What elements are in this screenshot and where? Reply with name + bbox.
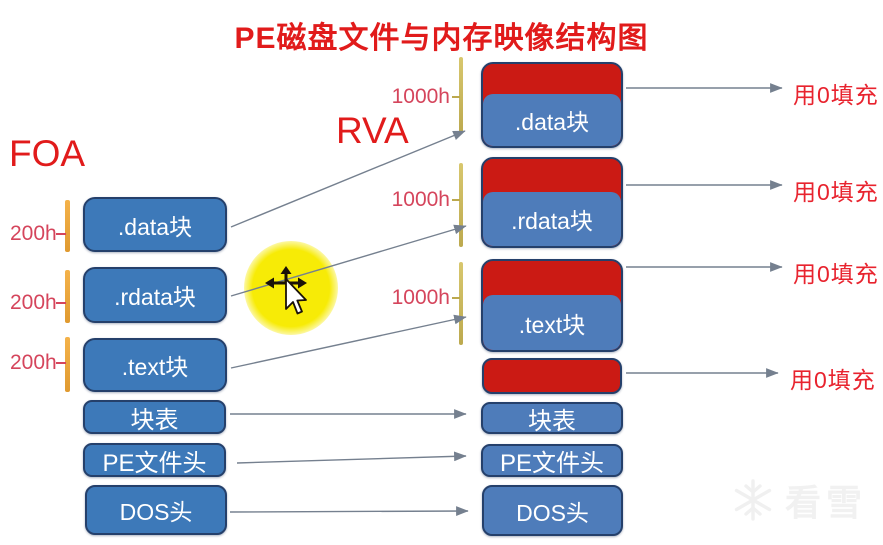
arrow-peheader-file-to-memory: [236, 451, 467, 464]
memory-box-text: .text块: [481, 259, 623, 352]
foa-tick-text: [56, 362, 66, 364]
memory-box-data: .data块: [481, 62, 623, 148]
file-box-rdata-label: .rdata块: [114, 284, 196, 310]
rva-size-text: 1000h: [391, 286, 450, 309]
foa-size-bar-text: [65, 337, 70, 392]
memory-box-dosheader: DOS头: [482, 485, 623, 536]
arrow-dosheader-file-to-memory: [229, 506, 469, 516]
watermark-text: 看雪: [785, 482, 868, 523]
memory-box-data-label: .data块: [514, 109, 590, 135]
file-box-text-label: .text块: [121, 354, 189, 380]
foa-size-rdata: 200h: [10, 291, 57, 314]
watermark: 看雪: [731, 474, 867, 526]
foa-tick-data: [56, 233, 66, 235]
rva-size-rdata: 1000h: [391, 188, 450, 211]
memory-box-rdata-blue: .rdata块: [483, 192, 621, 246]
move-cursor-icon: [265, 266, 307, 315]
rva-tick-data: [452, 96, 460, 98]
foa-label: FOA: [9, 133, 86, 174]
rva-size-bar-rdata: [459, 163, 463, 247]
memory-box-padding: [482, 358, 622, 394]
padding-note-text: 用0填充: [793, 261, 879, 287]
diagram-title: PE磁盘文件与内存映像结构图: [234, 22, 649, 55]
foa-size-text: 200h: [10, 351, 57, 374]
padding-note-extra: 用0填充: [790, 367, 876, 393]
memory-box-data-blue: .data块: [483, 94, 621, 146]
rva-size-bar-text: [459, 262, 463, 345]
file-box-blocktable: 块表: [83, 400, 226, 434]
file-box-rdata: .rdata块: [83, 267, 227, 323]
memory-box-blocktable: 块表: [481, 402, 623, 435]
memory-box-rdata-label: .rdata块: [511, 208, 593, 234]
foa-size-data: 200h: [10, 222, 57, 245]
memory-box-text-blue: .text块: [483, 295, 621, 350]
file-box-peheader-label: PE文件头: [102, 449, 207, 477]
memory-box-dosheader-label: DOS头: [516, 499, 589, 526]
file-box-dosheader-label: DOS头: [119, 499, 193, 525]
rva-size-bar-data: [459, 57, 463, 134]
rva-size-data: 1000h: [391, 85, 450, 108]
rva-tick-rdata: [452, 199, 460, 201]
file-box-dosheader: DOS头: [85, 485, 227, 535]
padding-note-data: 用0填充: [793, 82, 879, 108]
foa-size-bar-data: [65, 200, 70, 252]
memory-box-text-label: .text块: [518, 311, 586, 338]
file-box-peheader: PE文件头: [83, 443, 226, 477]
padding-note-rdata: 用0填充: [793, 179, 879, 205]
memory-box-peheader: PE文件头: [481, 444, 623, 477]
foa-size-bar-rdata: [65, 270, 70, 323]
file-box-data-label: .data块: [117, 213, 193, 240]
rva-label: RVA: [336, 110, 409, 151]
snowflake-icon: [734, 479, 772, 521]
memory-box-rdata: .rdata块: [481, 157, 623, 248]
file-box-blocktable-label: 块表: [130, 406, 179, 434]
memory-box-peheader-label: PE文件头: [499, 450, 604, 477]
memory-box-blocktable-label: 块表: [528, 407, 576, 435]
rva-tick-text: [452, 297, 460, 299]
file-box-data: .data块: [83, 197, 227, 252]
file-box-text: .text块: [83, 338, 227, 392]
foa-tick-rdata: [56, 302, 66, 304]
